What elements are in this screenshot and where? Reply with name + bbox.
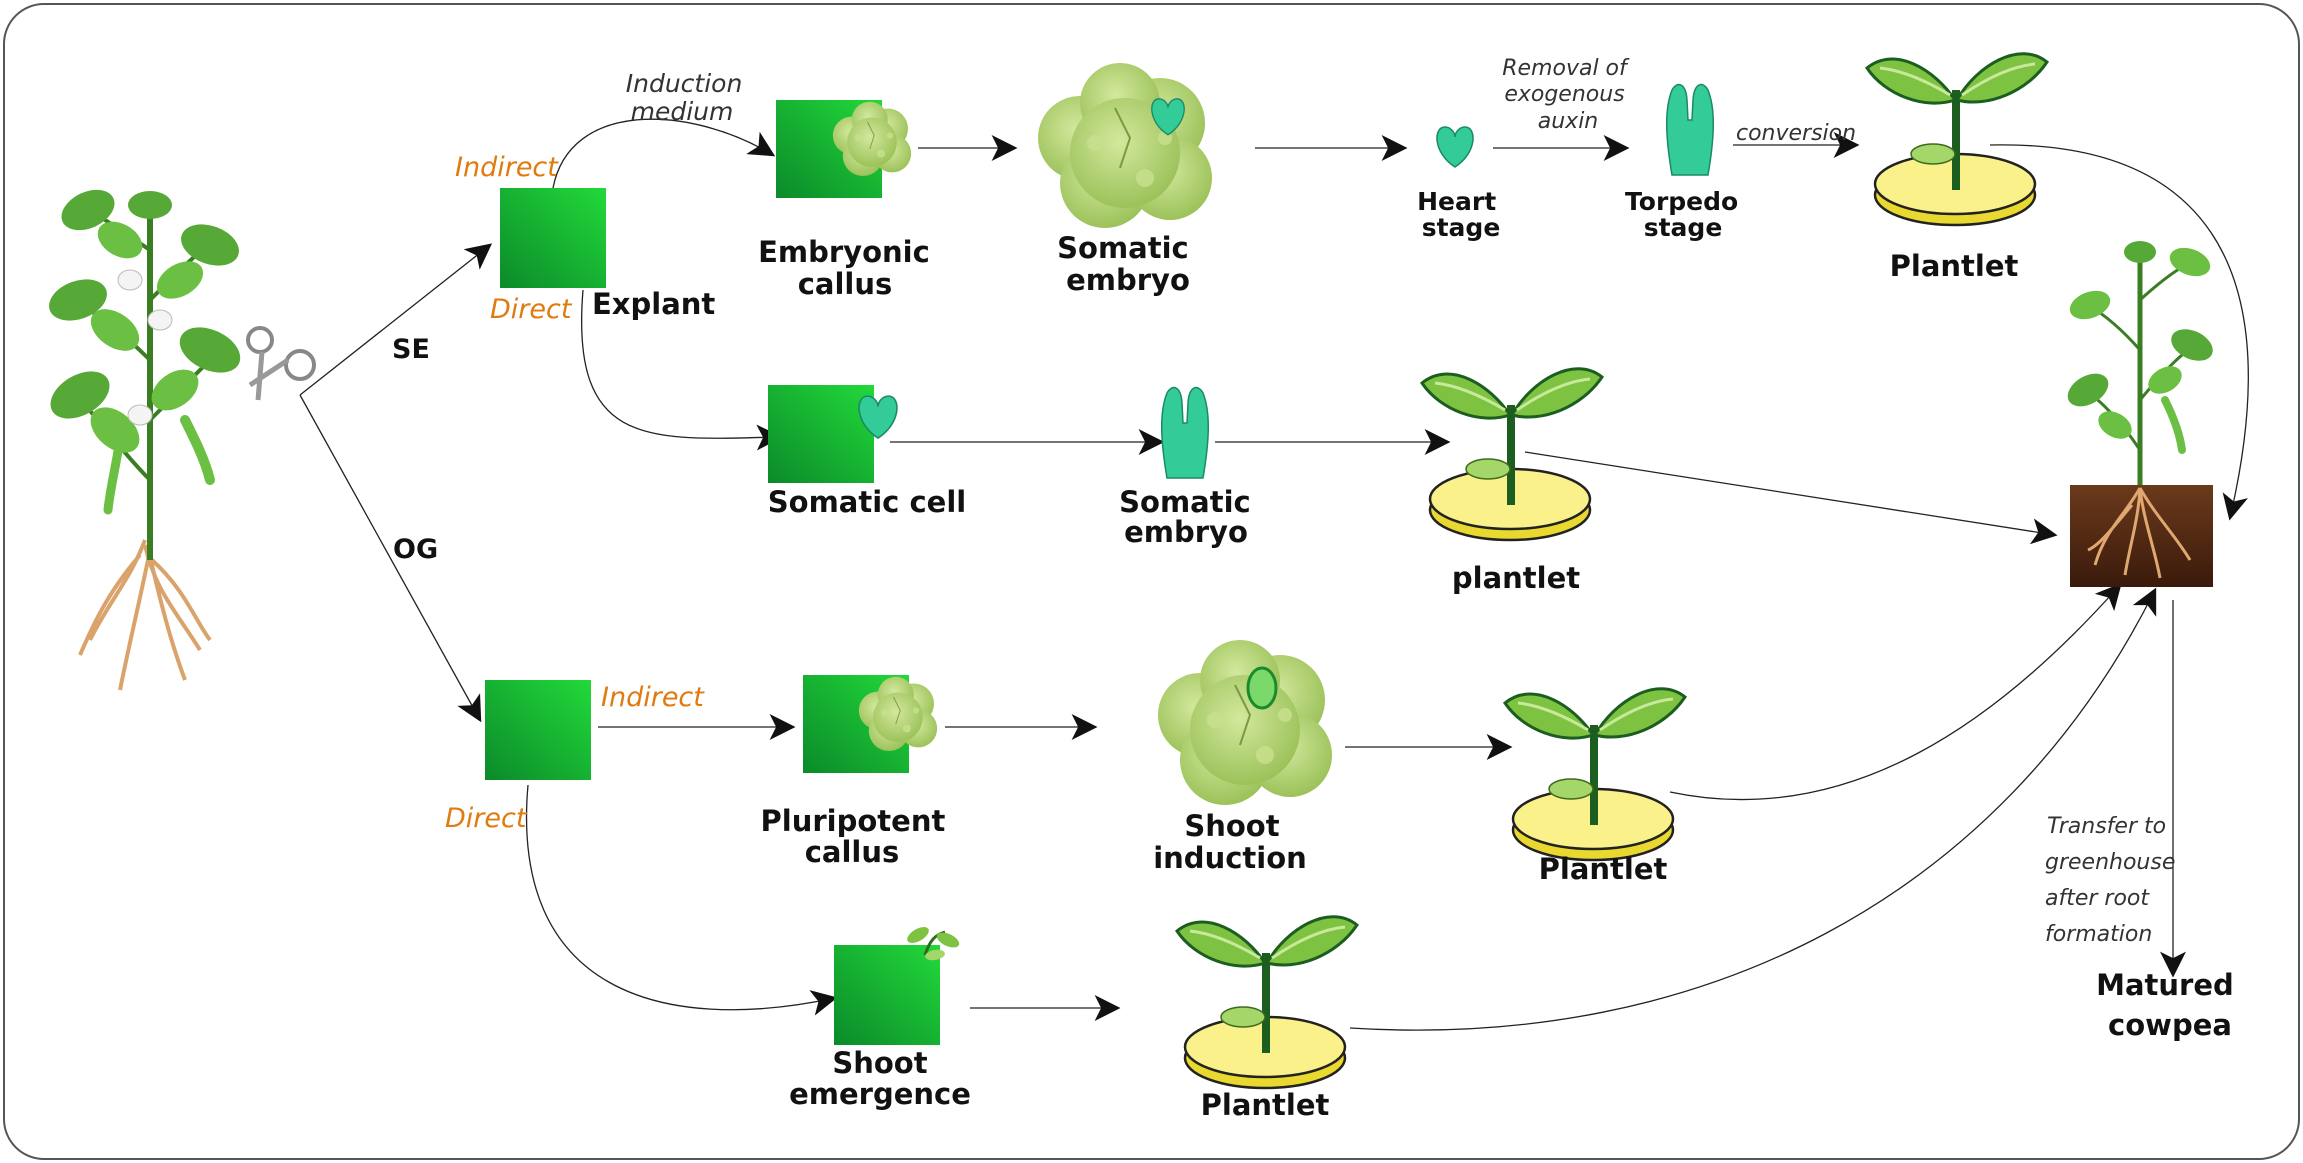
transfer-note: Transfer to greenhouse after root format… [2045,814,2182,947]
diagram-frame [3,3,2300,1160]
removal-auxin-note: Removal of exogenous auxin [1502,56,1634,134]
shoot-emergence-label: Shoot emergence [789,1046,971,1111]
heart-stage-label: Heart stage [1417,187,1505,242]
pathway-se-label: SE [392,334,430,365]
torpedo-stage-label: Torpedo stage [1625,187,1747,242]
explant-square [500,188,606,288]
shoot-emergence-square [834,945,940,1045]
matured-cowpea-label: Matured cowpea [2096,968,2244,1042]
explant-label: Explant [592,287,715,321]
plantlet-1-label: Plantlet [1890,249,2019,283]
shoot-induction-label: Shoot induction [1153,809,1307,875]
somatic-embryo-1-label: Somatic embryo [1057,231,1199,297]
matured-cowpea-image [2067,241,2213,587]
pathway-labels: SE OG [392,334,438,565]
scissors-icon [246,326,316,401]
somatic-cell-square [768,385,874,483]
somatic-cell-label: Somatic cell [768,485,966,519]
source-cowpea-plant [49,189,241,691]
plantlet-4-label: Plantlet [1201,1088,1330,1122]
plantlet-2-label: plantlet [1452,561,1580,595]
pathway-og-label: OG [393,534,438,565]
plantlet-3-label: Plantlet [1539,852,1668,886]
conversion-note: conversion [1736,121,1856,146]
se-indirect-label: Indirect [455,152,559,183]
og-direct-label: Direct [445,803,528,834]
shoot-induction-bud-icon [1246,666,1278,710]
shoot-emergence-sprout-icon [907,927,960,961]
se-direct-label: Direct [490,294,573,325]
pluripotent-callus-label: Pluripotent callus [761,804,956,869]
embryonic-callus-label: Embryonic callus [758,235,940,301]
og-indirect-label: Indirect [601,682,705,713]
induction-medium-note: Induction medium [626,69,751,126]
somatic-embryo-2-label: Somatic embryo [1119,485,1261,549]
flow-arrows [299,118,2249,1031]
og-explant-square [485,680,591,780]
